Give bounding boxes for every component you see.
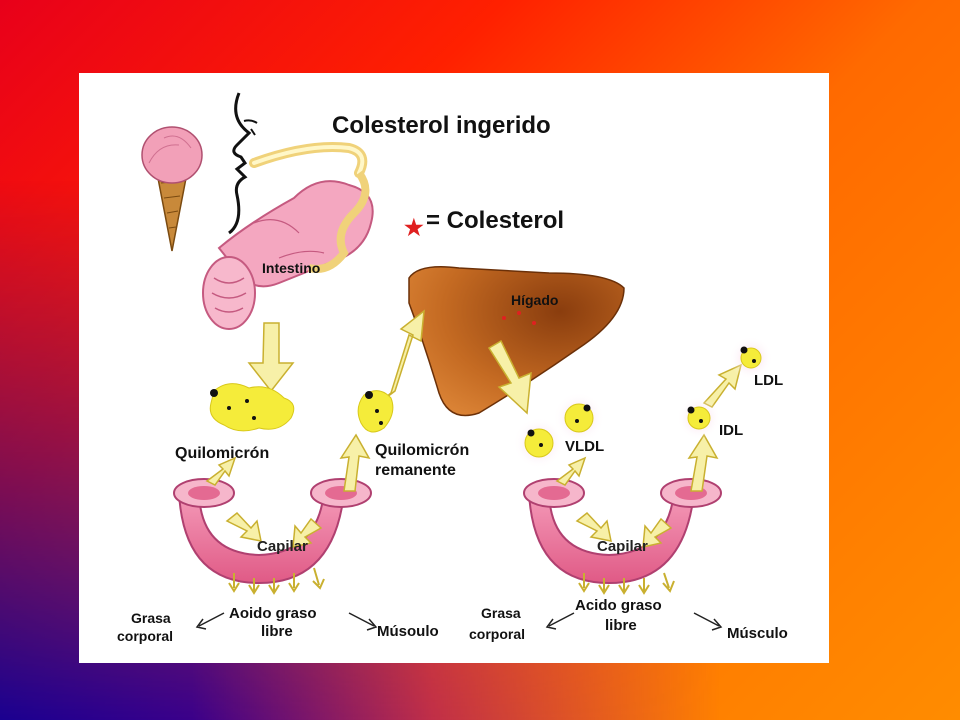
muscle-right-label: Músculo — [727, 625, 788, 642]
ldl-label: LDL — [754, 372, 783, 389]
capillary-left-label: Capilar — [257, 538, 308, 555]
fat-right-line2: corporal — [469, 626, 525, 642]
arrow-liver-down — [487, 339, 532, 415]
face-profile-icon — [228, 92, 258, 235]
flow-arrows — [205, 309, 743, 548]
vldl-label: VLDL — [565, 438, 604, 455]
capillary-right-label: Capilar — [597, 538, 648, 555]
liver-illustration — [408, 266, 625, 417]
capillary-right-illustration — [523, 478, 722, 585]
chylomicron-remnant-particle — [357, 390, 394, 433]
fat-right-line1: Grasa — [481, 605, 521, 621]
cholesterol-diagram: ★ Colesterol ingerido = Colesterol Intes… — [117, 92, 788, 644]
idl-label: IDL — [719, 422, 743, 439]
fat-left-line1: Grasa — [131, 610, 171, 626]
esophagus-illustration — [249, 142, 368, 178]
ice-cream-icon — [141, 126, 203, 252]
liver-label: Hígado — [511, 292, 558, 308]
chylomicron-label: Quilomicrón — [175, 445, 269, 462]
fat-left-line2: corporal — [117, 628, 173, 644]
muscle-left-label: Músoulo — [377, 623, 439, 640]
vldl-particle-1 — [524, 428, 554, 458]
fatty-acid-left-line2: libre — [261, 623, 293, 640]
remnant-label-line1: Quilomicrón — [375, 442, 469, 459]
star-icon: ★ — [404, 215, 424, 240]
arrow-capillary-left-up — [339, 433, 371, 492]
vldl-particle-2 — [564, 403, 594, 433]
intestine-label: Intestino — [262, 260, 320, 276]
legend-label: = Colesterol — [426, 207, 564, 234]
arrow-inside-right — [575, 511, 612, 542]
title-label: Colesterol ingerido — [332, 112, 551, 139]
intestine-illustration — [202, 170, 374, 330]
output-arrows — [195, 612, 723, 631]
diagram-panel: ★ Colesterol ingerido = Colesterol Intes… — [79, 73, 829, 663]
remnant-label-line2: remanente — [375, 462, 456, 479]
idl-particle — [687, 406, 711, 430]
arrow-capillary-right-up — [687, 433, 719, 492]
arrow-into-left-capillary-1 — [205, 456, 237, 486]
lipoprotein-particles — [209, 336, 773, 469]
arrow-intestine-down — [247, 322, 295, 393]
fatty-acid-right-line1: Acido graso — [575, 597, 662, 614]
ldl-particle — [740, 346, 762, 369]
fatty-acid-right-line2: libre — [605, 617, 637, 634]
capillary-left-illustration — [173, 478, 372, 585]
arrow-to-liver — [378, 309, 425, 404]
chylomicron-particle — [209, 383, 295, 432]
arrow-inside-left-2 — [292, 517, 323, 548]
fatty-acid-left-line1: Aoido graso — [229, 605, 317, 622]
arrow-inside-left — [225, 511, 262, 542]
arrow-inside-right-2 — [642, 517, 673, 548]
arrow-into-right-capillary-1 — [555, 456, 587, 486]
small-arrows — [228, 567, 675, 595]
